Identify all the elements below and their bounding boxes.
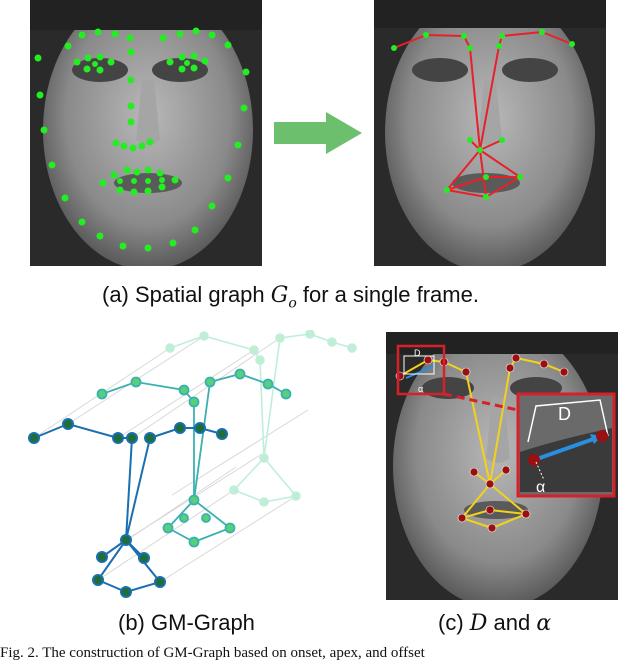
- caption-b: (b) GM-Graph: [118, 610, 255, 635]
- zoom-inset: D α: [516, 392, 616, 498]
- svg-text:D: D: [414, 348, 421, 358]
- face-landmarks-panel: [30, 0, 262, 266]
- svg-text:α: α: [536, 479, 545, 496]
- svg-text:α: α: [418, 384, 423, 394]
- transition-arrow-icon: [272, 110, 364, 156]
- face-d-alpha-panel: D α D α: [386, 332, 618, 600]
- figure-caption: Fig. 2. The construction of GM-Graph bas…: [0, 645, 425, 661]
- graph-frame-apex: [96, 368, 292, 548]
- caption-c: (c) D and α: [438, 610, 552, 636]
- graph-frame-onset: [28, 418, 228, 598]
- spatial-graph-nodes: [391, 29, 575, 200]
- graph-frame-offset: [165, 330, 357, 507]
- spatial-graph-edges: [393, 30, 573, 199]
- caption-a: (a) Spatial graph Go for a single frame.: [102, 282, 479, 312]
- gm-graph-panel: [20, 330, 370, 602]
- svg-text:D: D: [558, 404, 571, 424]
- face-spatial-graph-panel: [374, 0, 606, 266]
- landmark-points: [34, 27, 250, 252]
- red-landmark-nodes: [395, 353, 569, 533]
